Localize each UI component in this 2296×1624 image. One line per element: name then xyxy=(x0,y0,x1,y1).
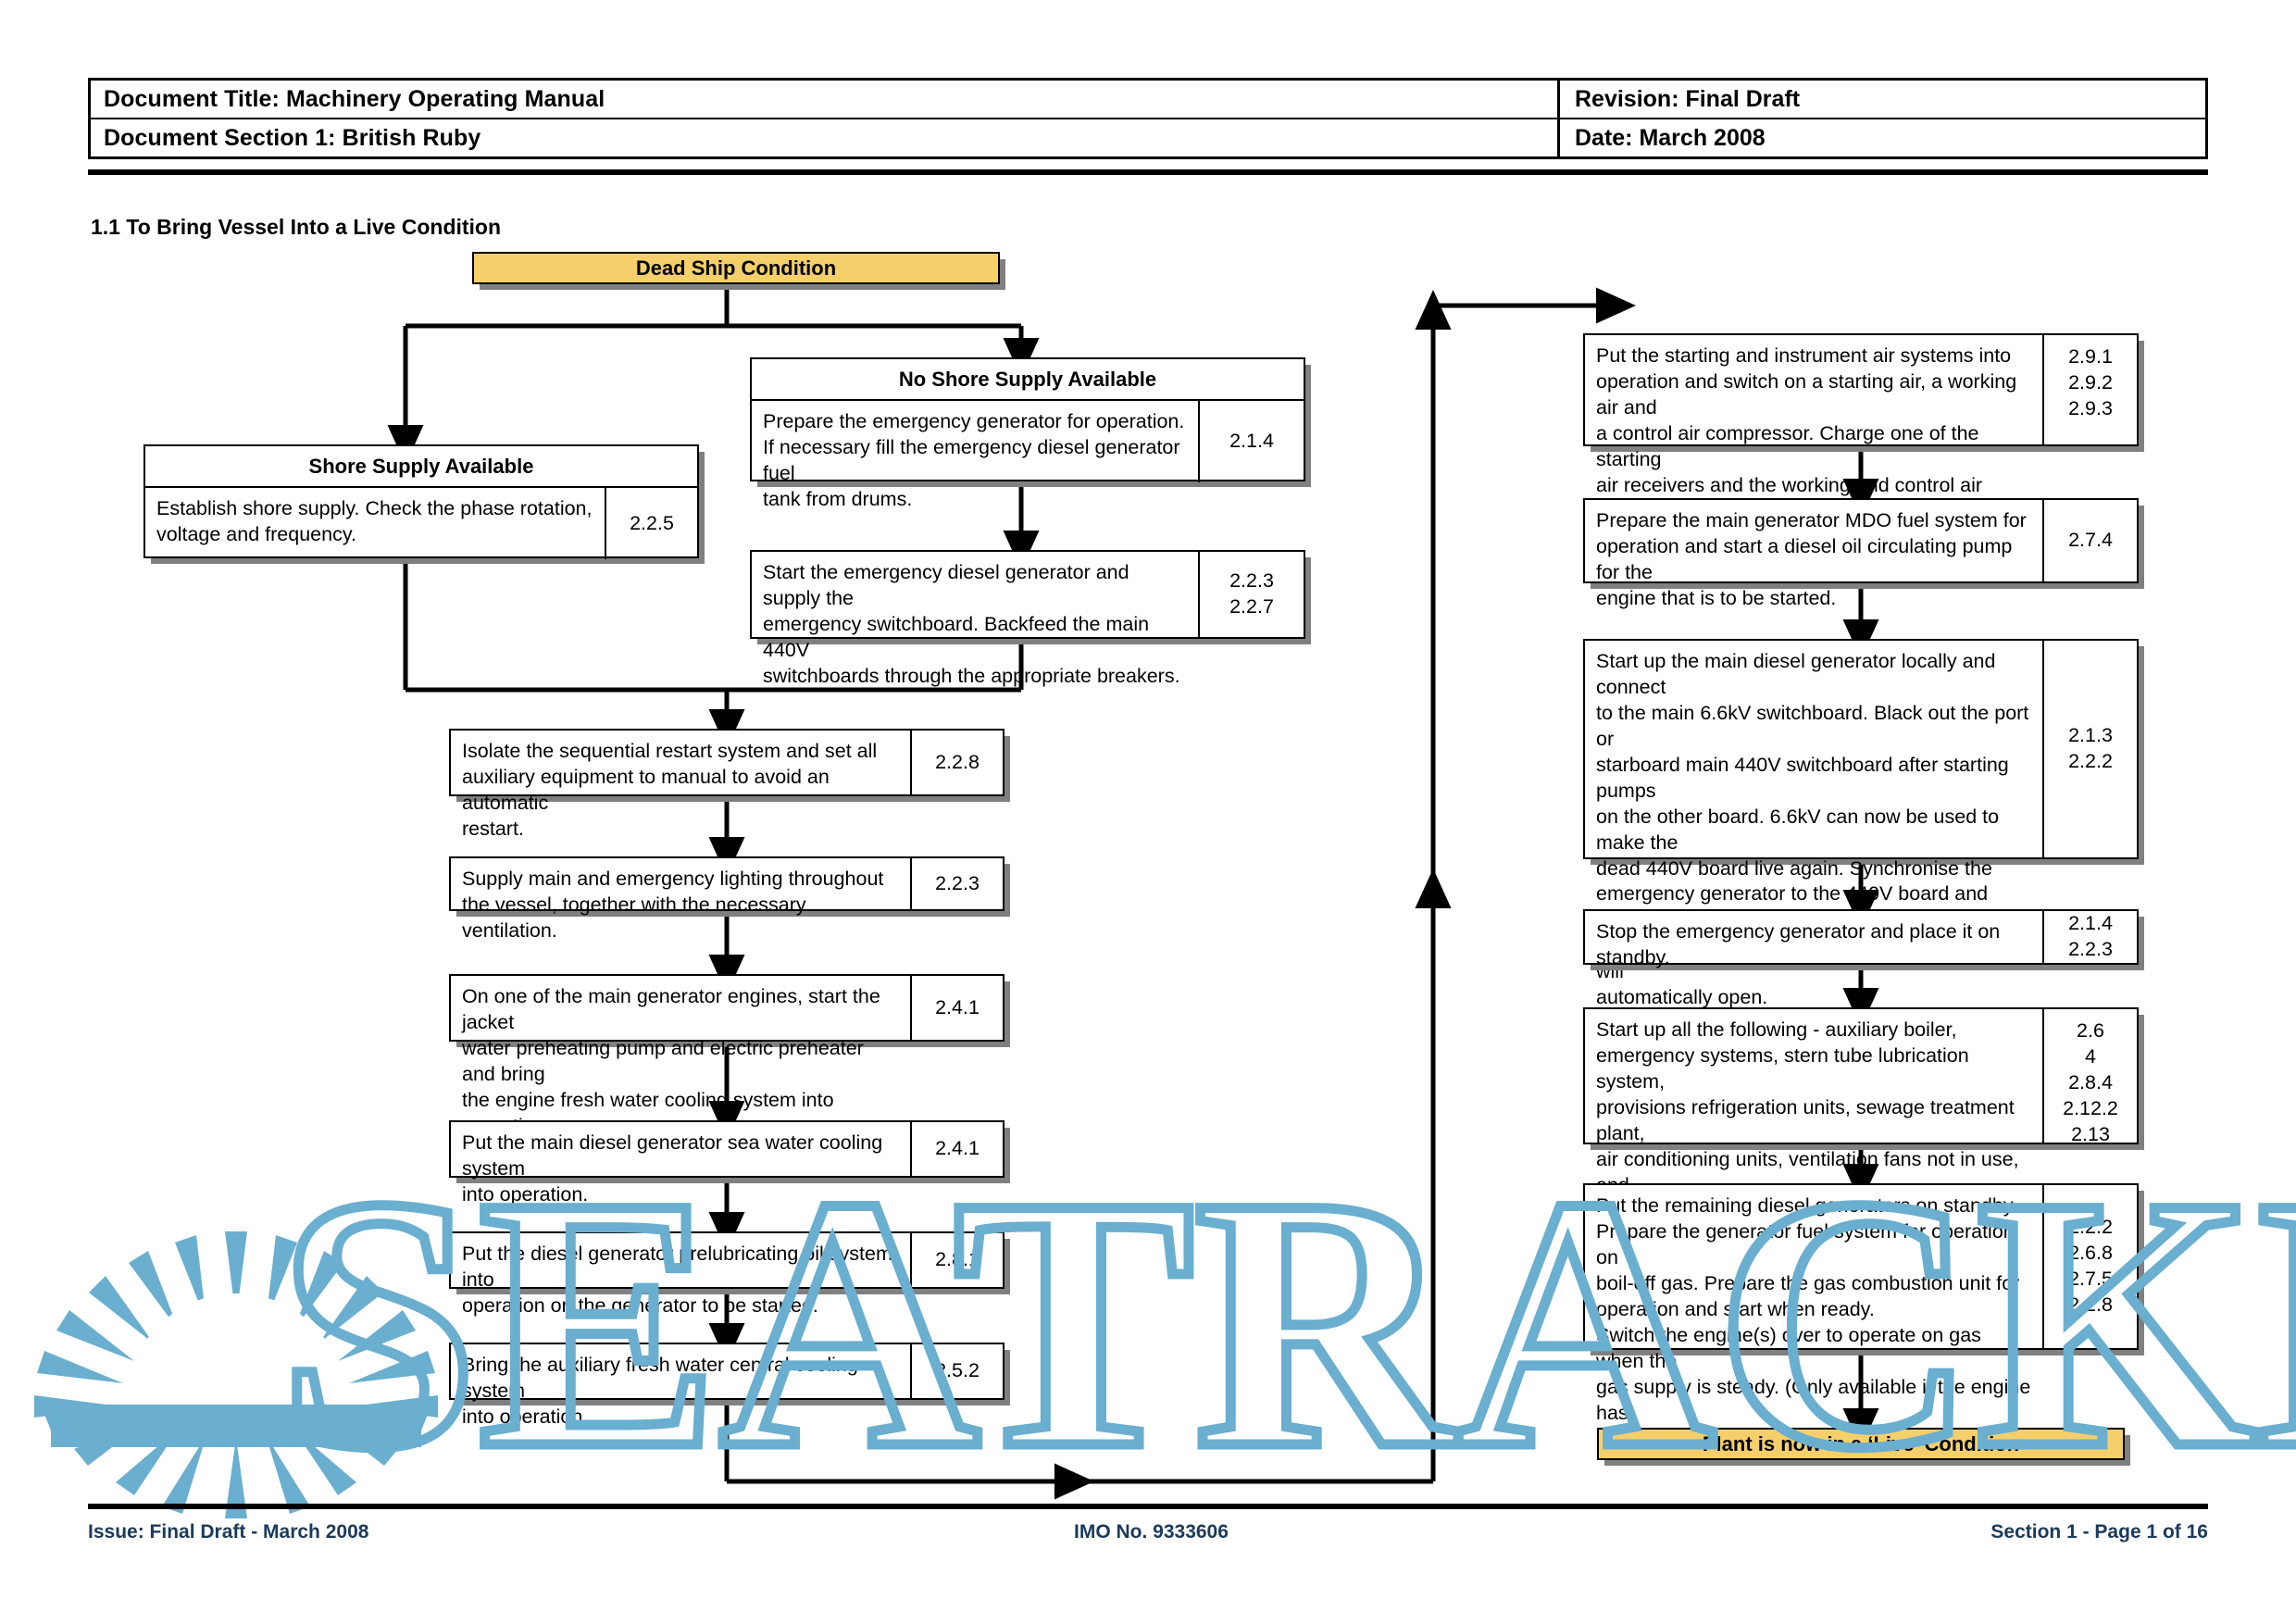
node-no-shore-supply-text: Prepare the emergency generator for oper… xyxy=(763,410,1185,510)
node-left-2-text: Supply main and emergency lighting throu… xyxy=(462,868,884,942)
document-title: Document Title: Machinery Operating Manu… xyxy=(104,85,605,112)
node-right-1: Put the starting and instrument air syst… xyxy=(1583,333,2139,548)
node-left-4-text: Put the main diesel generator sea water … xyxy=(462,1131,883,1206)
header-row-title: Document Title: Machinery Operating Manu… xyxy=(91,81,2205,118)
node-shore-supply-text: Establish shore supply. Check the phase … xyxy=(156,497,593,545)
node-right-3-text: Start up the main diesel generator local… xyxy=(1596,650,2029,1009)
footer-divider-rule xyxy=(88,1504,2208,1509)
node-left-4-refs: 2.4.1 xyxy=(910,1122,1003,1176)
footer-imo-number: IMO No. 9333606 xyxy=(1074,1521,1229,1543)
document-section: Document Section 1: British Ruby xyxy=(104,124,481,151)
node-left-2: Supply main and emergency lighting throu… xyxy=(449,856,1004,942)
flow-start-terminator: Dead Ship Condition xyxy=(472,252,1000,284)
node-left-4: Put the main diesel generator sea water … xyxy=(449,1120,1004,1206)
node-left-3: On one of the main generator engines, st… xyxy=(449,974,1004,1137)
node-right-2: Prepare the main generator MDO fuel syst… xyxy=(1583,498,2139,609)
node-left-5-text: Put the diesel generator prelubricating … xyxy=(462,1243,892,1317)
node-shore-supply-header: Shore Supply Available xyxy=(145,446,697,488)
footer-issue: Issue: Final Draft - March 2008 xyxy=(88,1521,369,1543)
document-revision: Revision: Final Draft xyxy=(1557,81,2205,118)
node-right-2-text: Prepare the main generator MDO fuel syst… xyxy=(1596,509,2027,609)
node-no-shore-supply: No Shore Supply Available Prepare the em… xyxy=(750,357,1305,510)
document-date: Date: March 2008 xyxy=(1557,119,2205,156)
flow-end-label: Plant is now in a ‘Live’ Condition xyxy=(1702,1431,2020,1455)
node-left-6: Bring the auxiliary fresh water central … xyxy=(449,1343,1004,1428)
node-start-emergency-generator: Start the emergency diesel generator and… xyxy=(750,550,1305,687)
node-no-shore-supply-refs: 2.1.4 xyxy=(1198,401,1304,482)
node-left-2-refs: 2.2.3 xyxy=(910,858,1003,909)
node-right-1-text: Put the starting and instrument air syst… xyxy=(1596,344,2017,548)
header-row-section: Document Section 1: British Ruby Date: M… xyxy=(91,118,2205,156)
footer-page-number: Section 1 - Page 1 of 16 xyxy=(1990,1521,2208,1543)
node-left-1-refs: 2.2.8 xyxy=(910,731,1003,794)
node-left-5-refs: 2.8.1 xyxy=(910,1233,1003,1287)
node-left-1: Isolate the sequential restart system an… xyxy=(449,729,1004,840)
page-title: 1.1 To Bring Vessel Into a Live Conditio… xyxy=(91,215,502,239)
node-right-3-refs: 2.1.3 2.2.2 xyxy=(2042,641,2137,857)
node-left-5: Put the diesel generator prelubricating … xyxy=(449,1231,1004,1317)
node-right-6: Put the remaining diesel generators on s… xyxy=(1583,1183,2139,1449)
node-right-5: Start up all the following - auxiliary b… xyxy=(1583,1007,2139,1222)
node-right-5-refs: 2.6 4 2.8.4 2.12.2 2.13 xyxy=(2042,1009,2137,1145)
node-left-3-refs: 2.4.1 xyxy=(910,976,1003,1040)
node-right-4-text: Stop the emergency generator and place i… xyxy=(1596,920,2001,968)
node-start-emergency-generator-refs: 2.2.3 2.2.7 xyxy=(1198,552,1304,637)
header-divider-rule xyxy=(88,169,2208,175)
node-left-3-text: On one of the main generator engines, st… xyxy=(462,985,880,1137)
node-right-5-text: Start up all the following - auxiliary b… xyxy=(1596,1018,2019,1222)
node-right-4: Stop the emergency generator and place i… xyxy=(1583,909,2139,968)
node-right-6-text: Put the remaining diesel generators on s… xyxy=(1596,1194,2031,1449)
node-no-shore-supply-header: No Shore Supply Available xyxy=(752,359,1304,401)
node-shore-supply-refs: 2.2.5 xyxy=(605,488,697,559)
node-right-3: Start up the main diesel generator local… xyxy=(1583,639,2139,1009)
node-right-2-refs: 2.7.4 xyxy=(2042,500,2137,581)
node-start-emergency-generator-text: Start the emergency diesel generator and… xyxy=(763,561,1180,687)
node-shore-supply: Shore Supply Available Establish shore s… xyxy=(144,444,699,559)
flow-end-terminator: Plant is now in a ‘Live’ Condition xyxy=(1597,1428,2125,1460)
node-right-4-refs: 2.1.4 2.2.3 xyxy=(2042,911,2137,963)
node-left-6-refs: 2.5.2 xyxy=(910,1344,1003,1398)
node-right-6-refs: 2.2.2 2.6.8 2.7.5 2.2.8 xyxy=(2042,1185,2137,1348)
node-left-1-text: Isolate the sequential restart system an… xyxy=(462,740,878,840)
node-left-6-text: Bring the auxiliary fresh water central … xyxy=(462,1354,858,1428)
node-right-1-refs: 2.9.1 2.9.2 2.9.3 xyxy=(2042,335,2137,444)
document-header-table: Document Title: Machinery Operating Manu… xyxy=(88,78,2208,159)
flow-start-label: Dead Ship Condition xyxy=(635,256,837,280)
